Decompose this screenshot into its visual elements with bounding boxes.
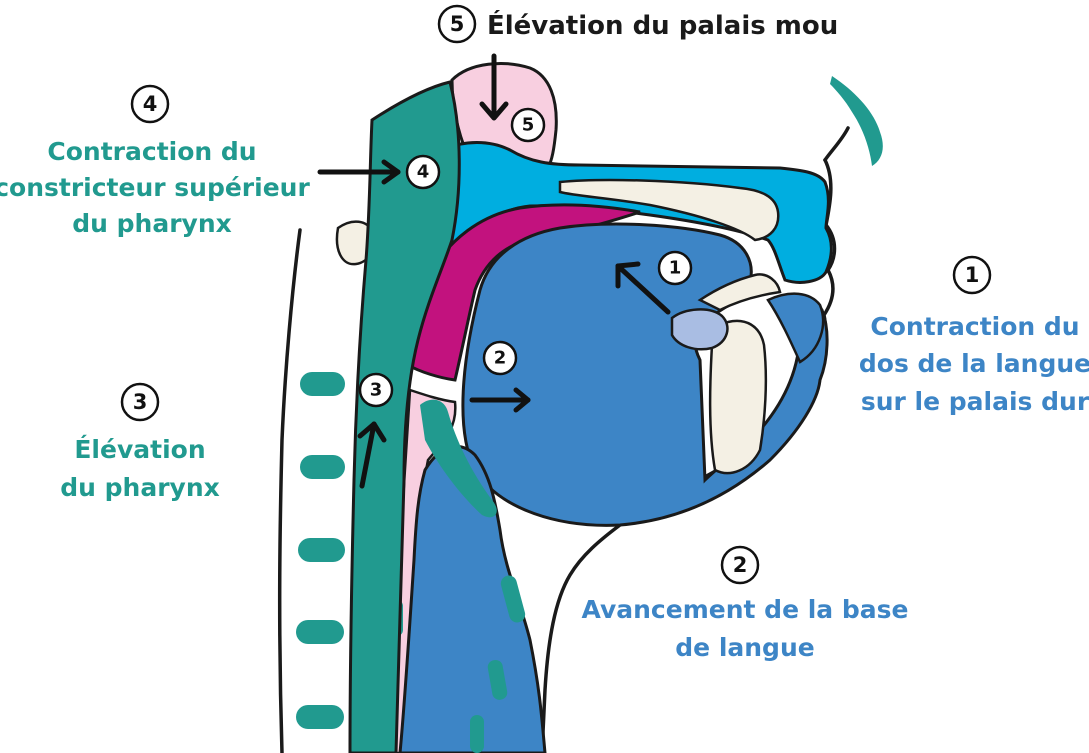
front-jaw-tissue (766, 292, 825, 364)
svg-text:5: 5 (450, 12, 465, 36)
label-2: 2 Avancement de la base de langue (582, 545, 909, 662)
arrow-pharynx-up (357, 421, 387, 489)
nose-cartilage (830, 76, 883, 166)
svg-text:3: 3 (133, 390, 148, 414)
marker-1: 1 (657, 250, 693, 286)
tongue (461, 222, 829, 527)
svg-text:2: 2 (494, 348, 507, 369)
svg-text:5: 5 (522, 115, 535, 136)
label-4: 4 Contraction du constricteur supérieur … (0, 84, 310, 238)
marker-3: 3 (358, 372, 394, 408)
pharyngeal-constrictor (348, 80, 461, 753)
svg-text:2: 2 (733, 553, 748, 577)
arrows (317, 53, 671, 489)
palate-bone (558, 178, 780, 242)
svg-text:Élévation: Élévation (74, 435, 205, 464)
svg-text:Contraction du: Contraction du (47, 137, 256, 166)
larynx (398, 445, 547, 753)
upper-teeth (697, 273, 782, 312)
arrow-tongue-forward (469, 387, 531, 413)
arrow-soft-palate (479, 53, 509, 121)
svg-text:sur le palais dur: sur le palais dur (861, 387, 1089, 416)
svg-text:Élévation du palais mou: Élévation du palais mou (487, 9, 838, 41)
marker-4: 4 (405, 154, 441, 190)
food-bolus (670, 308, 729, 351)
svg-text:4: 4 (143, 92, 158, 116)
label-3: 3 Élévation du pharynx (60, 382, 220, 502)
epiglottis (420, 399, 497, 518)
vertebrae (296, 372, 345, 729)
svg-text:Contraction du: Contraction du (870, 312, 1079, 341)
svg-text:Avancement de la base: Avancement de la base (582, 595, 909, 624)
svg-text:dos de la langue: dos de la langue (859, 349, 1089, 378)
arrow-constrictor (317, 159, 401, 185)
svg-text:1: 1 (669, 258, 682, 279)
arrow-tongue-up (615, 261, 671, 315)
svg-text:du pharynx: du pharynx (60, 473, 220, 502)
svg-text:de langue: de langue (675, 633, 814, 662)
marker-5: 5 (510, 107, 546, 143)
svg-text:du pharynx: du pharynx (72, 209, 232, 238)
svg-text:4: 4 (417, 162, 430, 183)
marker-2: 2 (482, 340, 518, 376)
label-1: 1 Contraction du dos de la langue sur le… (859, 255, 1089, 416)
svg-text:3: 3 (370, 380, 383, 401)
svg-text:1: 1 (965, 263, 980, 287)
svg-text:constricteur supérieur: constricteur supérieur (0, 173, 310, 202)
label-5: 5 Élévation du palais mou (437, 4, 838, 44)
